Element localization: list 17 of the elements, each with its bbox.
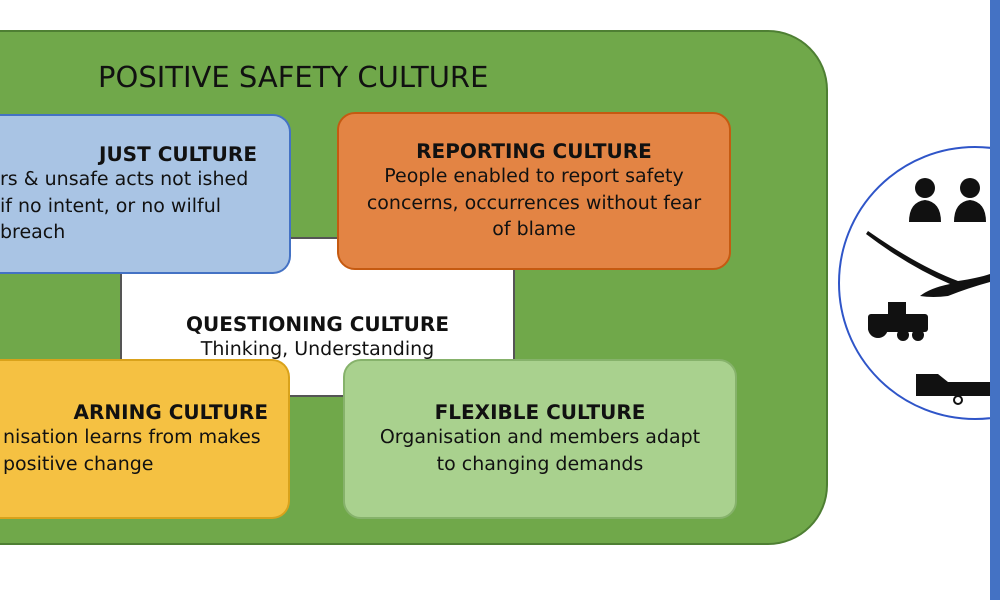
culture-card <box>343 359 737 519</box>
card-heading: JUST CULTURE <box>99 142 257 166</box>
culture-card <box>0 359 290 519</box>
culture-card <box>337 112 731 270</box>
card-heading: REPORTING CULTURE <box>416 139 652 164</box>
card-description: rs & unsafe acts not ished if no intent, or no wilful breach <box>0 167 250 246</box>
card-description: nisation learns from makes positive change <box>3 425 262 477</box>
card-description: People enabled to report safety concerns, occurrences without fear of blame <box>366 164 702 242</box>
card-description: Organisation and members adapt to changing demands <box>378 425 702 477</box>
culture-card <box>0 114 291 274</box>
card-heading: ARNING CULTURE <box>74 400 268 424</box>
card-heading: QUESTIONING CULTURE <box>186 312 449 336</box>
container-panel <box>0 30 828 545</box>
card-heading: FLEXIBLE CULTURE <box>434 400 646 424</box>
panel-title: POSITIVE SAFETY CULTURE <box>98 60 488 94</box>
card-description: Thinking, Understanding <box>200 336 434 362</box>
vehicles-circle-drawing <box>838 146 990 422</box>
